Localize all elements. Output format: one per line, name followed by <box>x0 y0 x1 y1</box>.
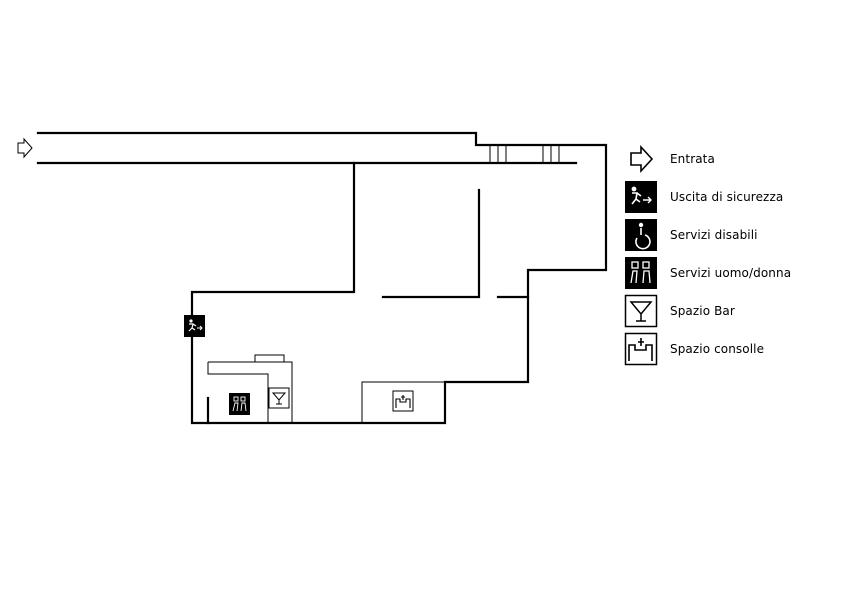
legend-item-entrata: Entrata <box>624 140 791 178</box>
emergency-exit-icon <box>625 181 657 213</box>
legend-item-servizi-disabili: Servizi disabili <box>624 216 791 254</box>
entrance-arrow-icon <box>630 144 654 174</box>
emergency-exit-icon <box>184 315 205 337</box>
console-area <box>361 381 445 423</box>
toilets-icon <box>625 257 657 289</box>
legend-item-uscita: Uscita di sicurezza <box>624 178 791 216</box>
entrance-arrow-icon <box>17 137 33 159</box>
legend-label: Servizi disabili <box>670 228 758 242</box>
dj-console-icon <box>624 332 658 366</box>
legend-item-spazio-consolle: Spazio consolle <box>624 330 791 368</box>
dj-console-icon <box>392 390 414 412</box>
toilets-icon <box>229 393 250 415</box>
bar-cocktail-icon <box>624 294 658 328</box>
accessible-toilet-icon <box>625 219 657 251</box>
legend-item-spazio-bar: Spazio Bar <box>624 292 791 330</box>
legend-label: Uscita di sicurezza <box>670 190 784 204</box>
legend-label: Spazio Bar <box>670 304 735 318</box>
corridor-walls <box>36 131 608 425</box>
legend-label: Entrata <box>670 152 715 166</box>
legend-item-servizi-uomo-donna: Servizi uomo/donna <box>624 254 791 292</box>
stair-markers <box>489 145 560 163</box>
bar-counter <box>207 354 293 423</box>
map-legend: Entrata Uscita di sicurezza Servizi disa… <box>624 140 791 368</box>
bar-cocktail-icon <box>268 387 290 409</box>
legend-label: Servizi uomo/donna <box>670 266 792 280</box>
legend-label: Spazio consolle <box>670 342 765 356</box>
